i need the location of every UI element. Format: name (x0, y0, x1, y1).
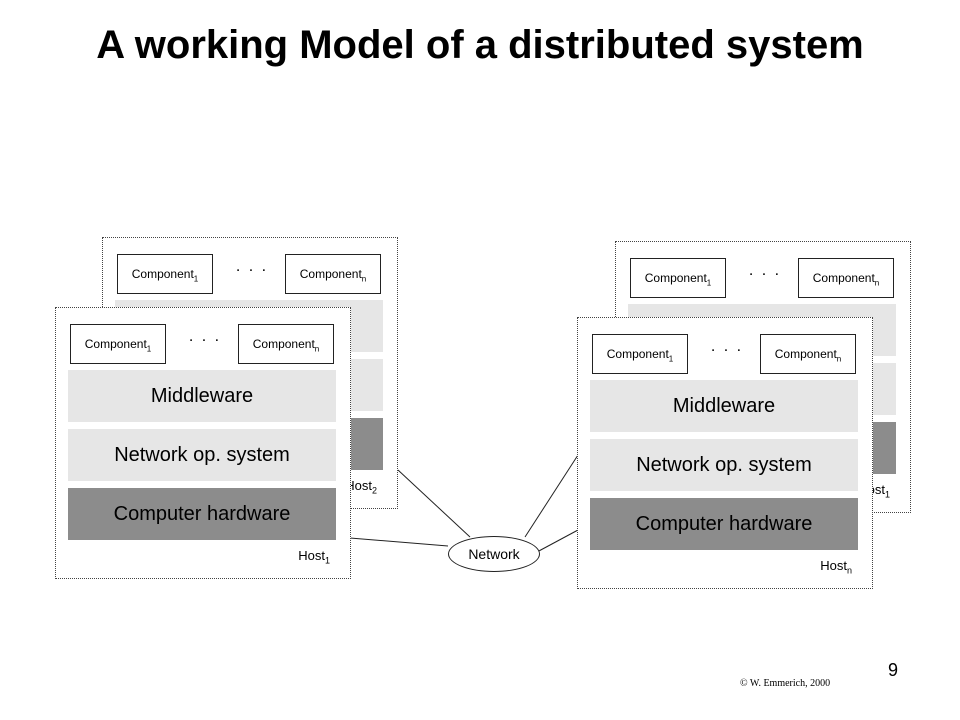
ellipsis: . . . (748, 262, 782, 279)
slide-title: A working Model of a distributed system (96, 23, 864, 67)
hardware-layer: Computer hardware (590, 498, 858, 550)
network-os-layer: Network op. system (68, 429, 336, 481)
component-last: Componentn (238, 324, 334, 364)
network-node: Network (448, 536, 540, 572)
ellipsis: . . . (710, 338, 744, 355)
component-first: Component1 (117, 254, 213, 294)
ellipsis: . . . (235, 258, 269, 275)
component-first: Component1 (630, 258, 726, 298)
component-last: Componentn (760, 334, 856, 374)
middleware-layer: Middleware (590, 380, 858, 432)
ellipsis: . . . (188, 328, 222, 345)
page-number: 9 (888, 660, 899, 680)
host-front-right: Component1 . . . Componentn Middleware N… (577, 317, 873, 589)
host-label: Host1 (298, 548, 330, 566)
link-host2-network (397, 469, 471, 538)
middleware-layer: Middleware (68, 370, 336, 422)
link-hostn-back-network (524, 454, 579, 538)
component-last: Componentn (285, 254, 381, 294)
copyright: © W. Emmerich, 2000 (740, 678, 831, 689)
hardware-layer: Computer hardware (68, 488, 336, 540)
component-first: Component1 (592, 334, 688, 374)
host-label: Host2 (345, 478, 377, 496)
network-os-layer: Network op. system (590, 439, 858, 491)
host-front-left: Component1 . . . Componentn Middleware N… (55, 307, 351, 579)
host-label: Hostn (820, 558, 852, 576)
component-first: Component1 (70, 324, 166, 364)
link-host1-network (349, 537, 449, 547)
link-hostn-network (536, 529, 579, 553)
component-last: Componentn (798, 258, 894, 298)
